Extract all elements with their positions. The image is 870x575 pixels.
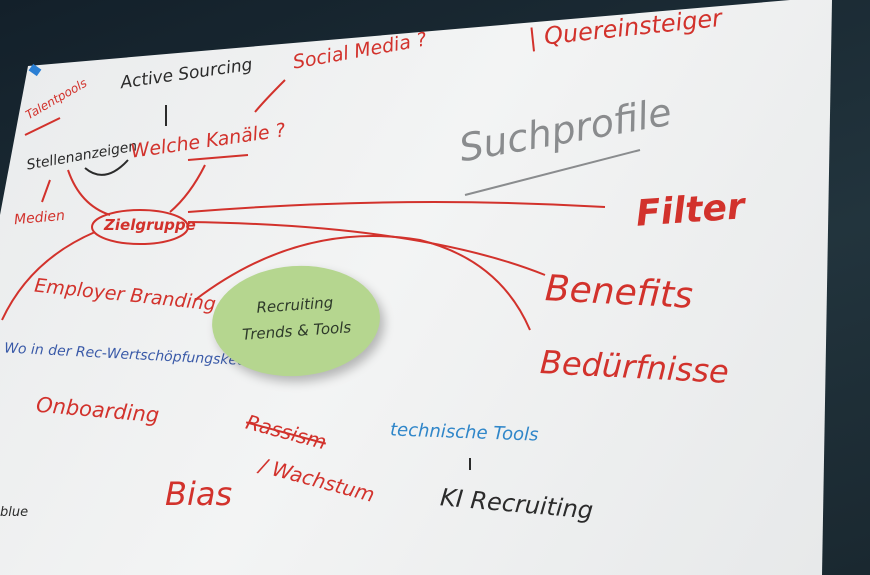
line-beduerfnisse xyxy=(194,235,531,331)
line-social xyxy=(254,79,286,113)
line-medien xyxy=(41,179,51,203)
line-stellen xyxy=(67,169,111,216)
note-bias: Bias xyxy=(165,475,233,513)
center-note-line2: Trends & Tools xyxy=(241,318,352,344)
line-talent xyxy=(24,117,61,136)
line-benefits xyxy=(187,221,546,276)
note-blue: blue xyxy=(0,505,29,520)
zielgruppe-circle xyxy=(91,209,189,245)
line-stellen-curve xyxy=(84,159,129,176)
line-filter xyxy=(187,201,606,213)
line-employer xyxy=(1,231,96,321)
center-note-line1: Recruiting xyxy=(255,293,334,317)
note-benefits: Benefits xyxy=(544,268,694,317)
underline-suchprofile xyxy=(464,149,641,196)
note-filter: Filter xyxy=(634,186,746,235)
underline-kanaele xyxy=(187,154,249,161)
note-zielgruppe: Zielgruppe xyxy=(104,216,196,234)
line-kanaele xyxy=(169,164,206,213)
